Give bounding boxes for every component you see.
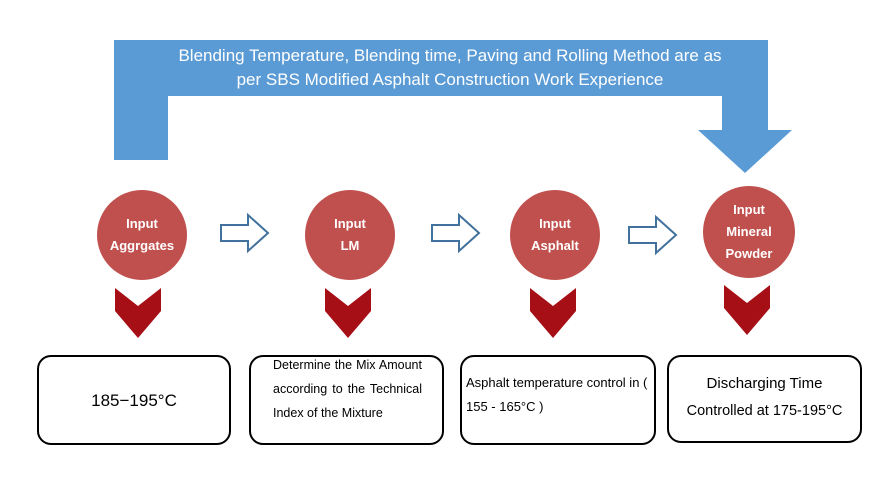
banner-line-2: per SBS Modified Asphalt Construction Wo…: [236, 70, 664, 89]
step-box-asphalt: Asphalt temperature control in ( 155 - 1…: [460, 355, 656, 445]
box-text-line: Discharging Time: [706, 375, 823, 392]
circle-label-line: Asphalt: [531, 238, 579, 253]
circle-label-line: Input: [334, 216, 366, 231]
circle-label-line: LM: [340, 238, 360, 253]
step-circle-lm: Input LM: [305, 190, 395, 280]
banner-text: Blending Temperature, Blending time, Pav…: [120, 44, 780, 92]
circle-label-line: Input: [733, 202, 765, 217]
circle-label-line: Aggrgates: [109, 238, 175, 253]
circle-label-line: Powder: [725, 246, 773, 261]
box-text: Asphalt temperature control in ( 155 - 1…: [466, 375, 648, 414]
circle-label-line: Input: [126, 216, 158, 231]
step-box-lm: Determine the Mix Amount according to th…: [249, 355, 444, 445]
down-chevron-4: [724, 285, 770, 335]
banner-line-1: Blending Temperature, Blending time, Pav…: [178, 46, 722, 65]
step-box-aggregates: 185−195°C: [37, 355, 231, 445]
step-box-mineral-powder: Discharging Time Controlled at 175-195°C: [667, 355, 862, 443]
flow-arrow-1: [220, 212, 270, 254]
step-circle-asphalt: Input Asphalt: [510, 190, 600, 280]
circle-label-line: Mineral: [726, 224, 772, 239]
flow-arrow-3: [628, 214, 678, 256]
banner-arrow: [114, 40, 792, 173]
flow-arrow-2: [431, 212, 481, 254]
down-chevron-3: [530, 288, 576, 338]
down-chevron-2: [325, 288, 371, 338]
box-text: Determine the Mix Amount according to th…: [273, 358, 422, 420]
circle-label-line: Input: [539, 216, 571, 231]
step-circle-mineral-powder: Input Mineral Powder: [703, 186, 795, 278]
step-circle-aggregates: Input Aggrgates: [97, 190, 187, 280]
box-text-line: Controlled at 175-195°C: [686, 403, 843, 419]
down-chevron-1: [115, 288, 161, 338]
box-text: 185−195°C: [91, 391, 177, 410]
